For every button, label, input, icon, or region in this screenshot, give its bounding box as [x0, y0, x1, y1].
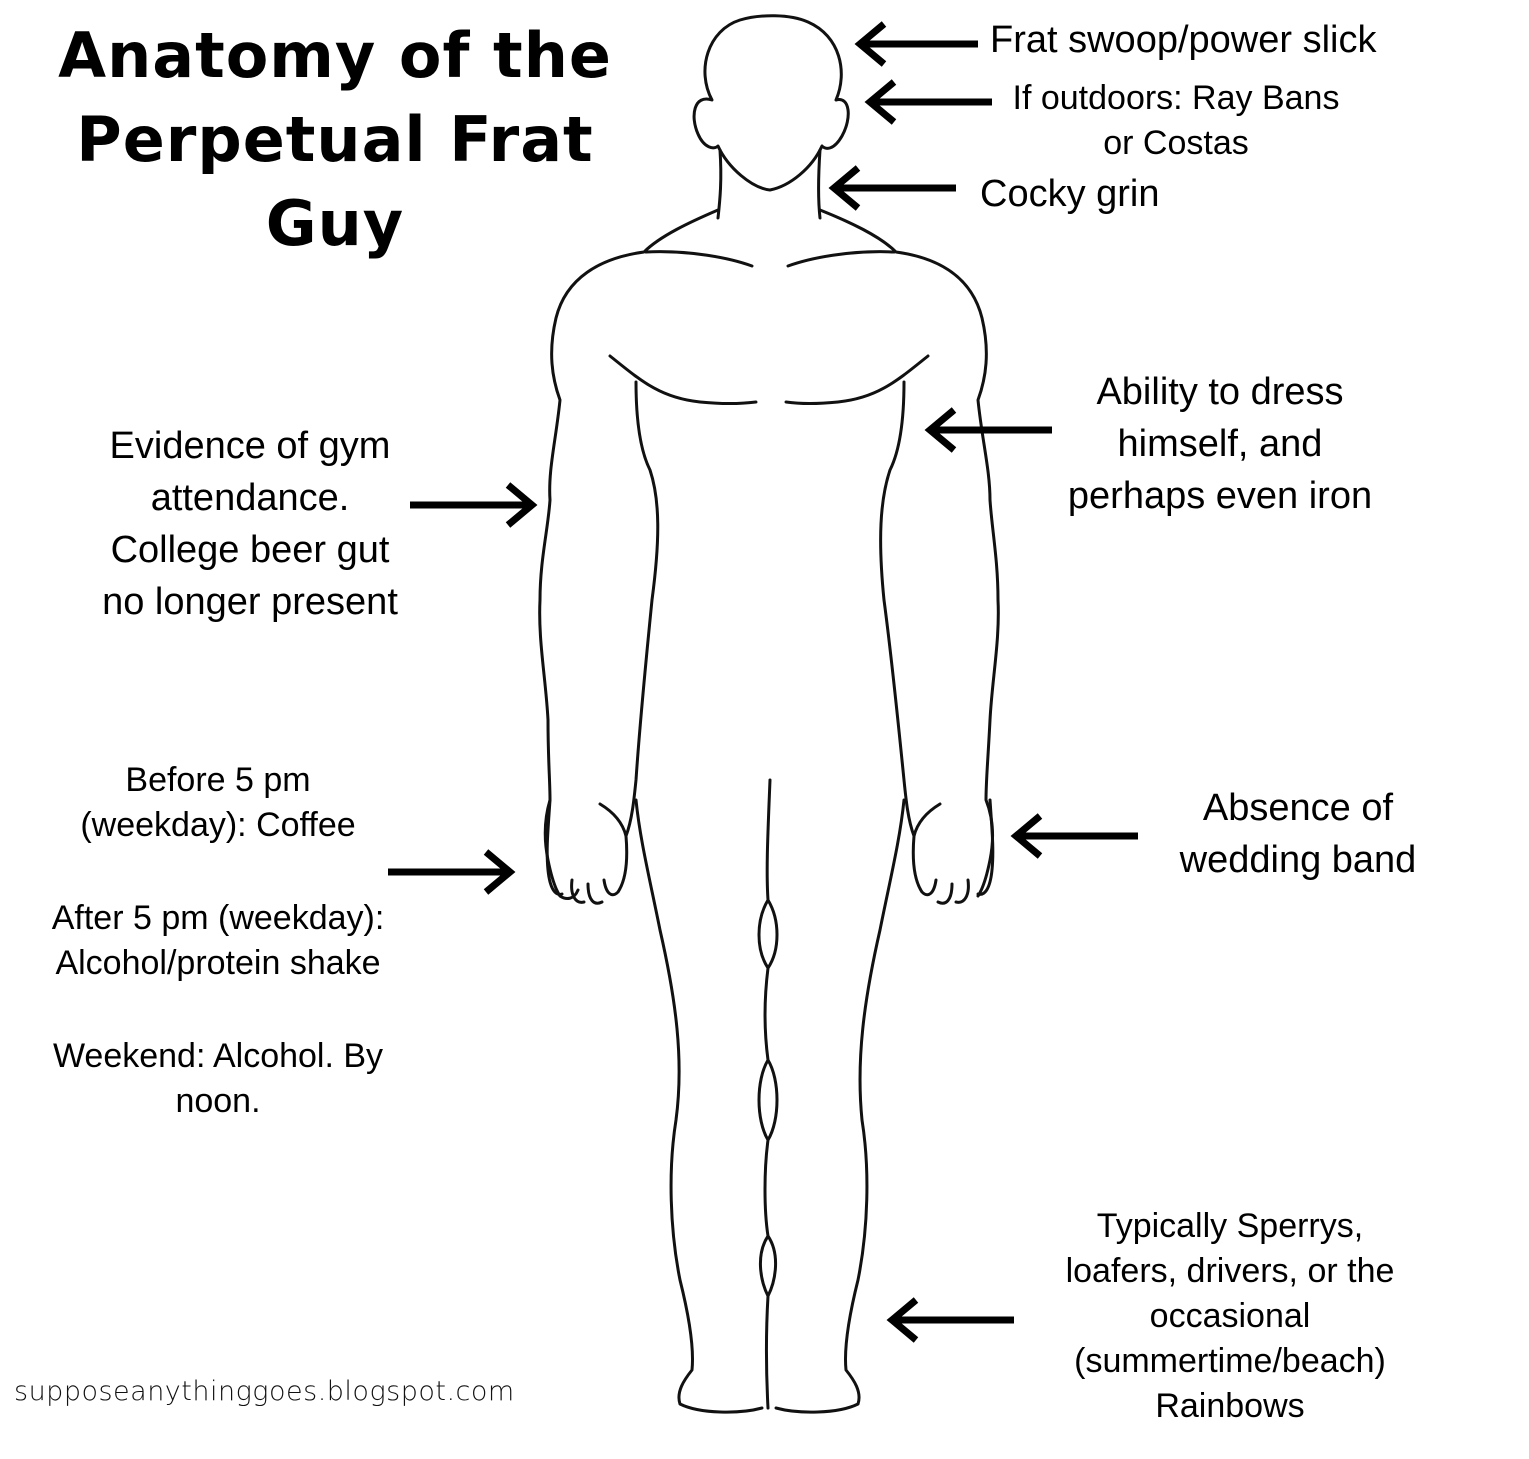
label-shoes-line-5: Rainbows: [1155, 1387, 1305, 1425]
arrow-dress: [924, 407, 1052, 453]
collarbone-left: [644, 250, 754, 268]
arrow-mouth: [828, 165, 956, 211]
label-eyes-line-2: or Costas: [1103, 124, 1249, 162]
title-line-3: Guy: [265, 187, 405, 260]
label-drink-weekend: Weekend: Alcohol. By noon.: [20, 1034, 416, 1124]
label-hair: Frat swoop/power slick: [990, 14, 1430, 66]
watermark: supposeanythinggoes.blogspot.com: [14, 1376, 515, 1407]
inner-arm-right: [879, 380, 916, 838]
label-dress-line-3: perhaps even iron: [1067, 475, 1373, 517]
title-line-1: Anatomy of the: [58, 19, 612, 92]
label-mouth-text: Cocky grin: [980, 173, 1160, 215]
label-gym-line-1: Evidence of gym: [109, 425, 391, 467]
label-shoes: Typically Sperrys, loafers, drivers, or …: [1030, 1204, 1430, 1429]
label-drink-weekend-line-1: Weekend: Alcohol. By: [52, 1037, 384, 1075]
head: [692, 14, 850, 192]
label-shoes-line-3: occasional: [1149, 1297, 1311, 1335]
label-dress: Ability to dress himself, and perhaps ev…: [1030, 366, 1410, 522]
label-shoes-line-1: Typically Sperrys,: [1096, 1207, 1364, 1245]
label-band: Absence of wedding band: [1150, 782, 1446, 886]
label-drink-after-line-2: Alcohol/protein shake: [55, 944, 381, 982]
body-outline: [538, 14, 1000, 1414]
label-gym-line-4: no longer present: [102, 581, 398, 623]
label-gym: Evidence of gym attendance. College beer…: [70, 420, 430, 628]
inner-arm-left: [624, 380, 660, 838]
arrow-eyes: [864, 79, 992, 125]
label-shoes-line-2: loafers, drivers, or the: [1065, 1252, 1395, 1290]
label-mouth: Cocky grin: [980, 168, 1200, 220]
arrow-hair: [854, 21, 978, 67]
label-band-line-2: wedding band: [1179, 839, 1417, 881]
neck-right: [817, 148, 822, 220]
arrow-drink: [388, 849, 516, 895]
label-drink-before: Before 5 pm (weekday): Coffee: [28, 758, 408, 848]
label-gym-line-2: attendance.: [150, 477, 350, 519]
label-drink-before-line-2: (weekday): Coffee: [80, 806, 356, 844]
label-eyes-line-1: If outdoors: Ray Bans: [1012, 79, 1340, 117]
leg-right-outer: [774, 798, 906, 1414]
label-shoes-line-4: (summertime/beach): [1074, 1342, 1386, 1380]
label-drink-weekend-line-2: noon.: [175, 1082, 261, 1120]
label-dress-line-2: himself, and: [1117, 423, 1323, 465]
neck-left: [716, 148, 723, 220]
title-line-2: Perpetual Frat: [76, 103, 594, 176]
leg-inner: [757, 778, 779, 1410]
label-gym-line-3: College beer gut: [110, 529, 390, 571]
chest-left: [608, 354, 758, 405]
label-drink-before-line-1: Before 5 pm: [125, 761, 311, 799]
hand-left: [545, 798, 629, 905]
hand-right: [911, 798, 995, 905]
chest-right: [784, 354, 930, 405]
label-hair-text: Frat swoop/power slick: [990, 19, 1377, 61]
arrow-band: [1010, 813, 1138, 859]
label-drink-after-line-1: After 5 pm (weekday):: [51, 899, 385, 937]
label-band-line-1: Absence of: [1202, 787, 1394, 829]
leg-left-outer: [634, 798, 764, 1414]
collarbone-right: [786, 250, 896, 268]
label-drink-after: After 5 pm (weekday): Alcohol/protein sh…: [20, 896, 416, 986]
arrow-shoes: [886, 1297, 1014, 1343]
label-eyes: If outdoors: Ray Bans or Costas: [996, 76, 1356, 166]
label-dress-line-1: Ability to dress: [1096, 371, 1344, 413]
arrow-gym: [410, 482, 538, 528]
page-title: Anatomy of the Perpetual Frat Guy: [20, 14, 650, 266]
